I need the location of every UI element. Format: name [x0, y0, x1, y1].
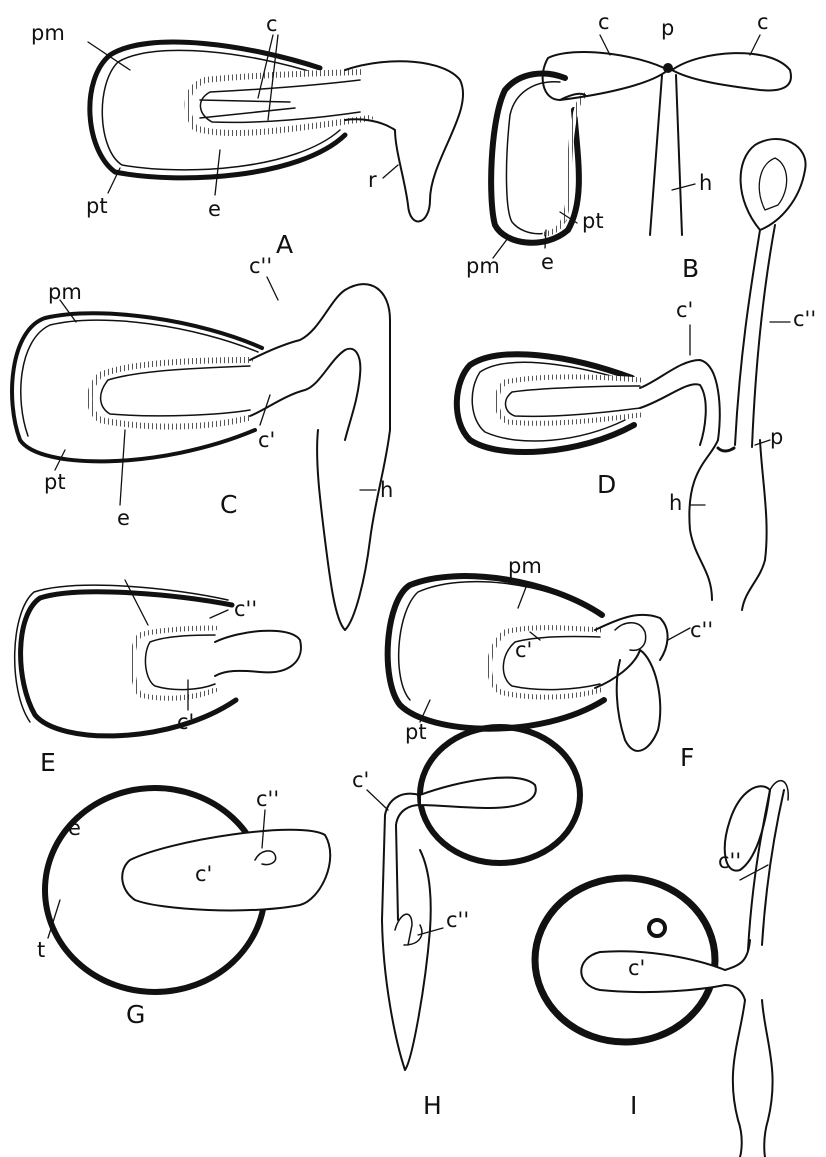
figure-h-seedling — [367, 727, 580, 1070]
figure-e-seed-coat-rough — [15, 585, 228, 722]
figure-b-label-h: h — [699, 173, 712, 194]
figure-i-spot — [649, 920, 665, 936]
figure-d-label-c1: c' — [676, 300, 693, 321]
figure-h-label-c2: c'' — [446, 910, 469, 931]
figure-e-radicle — [215, 631, 301, 676]
figure-b-plumule — [663, 63, 673, 73]
figure-h-cotyledon — [420, 778, 536, 808]
figure-d-leaf — [741, 139, 806, 230]
figure-e-panel-letter: E — [40, 750, 56, 775]
figure-c-seed-coat — [12, 313, 262, 461]
figure-a-perisperm — [102, 50, 340, 170]
figure-a-pointer-pm — [88, 35, 398, 195]
figure-b-pointers — [493, 35, 760, 258]
figure-i-seedling — [535, 781, 788, 1157]
figure-d-label-c2: c'' — [793, 309, 816, 330]
figure-b-seedling — [491, 35, 791, 258]
figure-i-cotyledon — [581, 951, 725, 992]
figure-f-label-c2: c'' — [690, 620, 713, 641]
figure-a-label-r: r — [368, 170, 377, 191]
figure-h-root — [382, 850, 431, 1070]
figure-c-label-h: h — [380, 480, 393, 501]
figure-f-plumule — [615, 623, 646, 651]
figure-i-label-c1: c' — [628, 958, 645, 979]
figure-a-label-pm: pm — [31, 23, 65, 44]
figure-b-label-pm: pm — [466, 256, 500, 277]
figure-c-hypocotyl — [317, 430, 390, 630]
figure-c-label-c2: c'' — [249, 256, 272, 277]
figure-a-label-c: c — [266, 14, 278, 35]
figure-d-hook — [640, 360, 720, 445]
figure-e-label-c1: c' — [177, 712, 194, 733]
figure-e-seed-coat — [21, 592, 236, 736]
figure-a-cotyledon-2 — [200, 100, 295, 118]
figure-f-seed-coat — [388, 576, 604, 729]
figure-i-panel-letter: I — [630, 1093, 637, 1118]
figure-c-panel-letter: C — [220, 492, 237, 517]
figure-h-label-c1: c' — [352, 770, 369, 791]
figure-g-label-e: e — [68, 818, 81, 839]
figure-c-seedling — [12, 277, 390, 630]
figure-b-label-e: e — [541, 252, 554, 273]
figure-g-seedling — [45, 788, 330, 992]
figure-b-label-pt: pt — [582, 211, 604, 232]
figure-c-cotyledon-tube — [250, 284, 390, 440]
figure-e-label-c2: c'' — [234, 599, 257, 620]
figure-b-label-c-left: c — [598, 12, 610, 33]
figure-d-cotyledon — [506, 386, 640, 416]
figure-b-perisperm — [506, 82, 566, 234]
figure-a-seed-coat — [90, 42, 345, 178]
figure-f-label-pm: pm — [508, 556, 542, 577]
figure-f-pointers — [420, 582, 690, 722]
figure-d-plumule — [718, 448, 734, 451]
figure-a-seedling — [88, 35, 463, 221]
figure-c-label-e: e — [117, 508, 130, 529]
figure-d-panel-letter: D — [597, 472, 616, 497]
figure-d-label-p: p — [770, 427, 783, 448]
figure-d-hypocotyl — [689, 440, 766, 610]
figure-i-hook — [725, 940, 750, 1000]
figure-c-label-pm: pm — [48, 282, 82, 303]
figure-g-label-c2: c'' — [256, 789, 279, 810]
figure-a-endosperm — [188, 72, 370, 133]
figure-f-label-pt: pt — [405, 722, 427, 743]
figure-f-label-c1: c' — [515, 640, 532, 661]
figure-i-label-c2: c'' — [718, 851, 741, 872]
figure-g-label-c1: c' — [195, 864, 212, 885]
figure-f-hypocotyl — [617, 650, 661, 751]
figure-h-panel-letter: H — [423, 1093, 442, 1118]
figure-g-label-t: t — [37, 940, 45, 961]
figure-c-seed-coat-rough — [21, 320, 258, 436]
figure-i-hypocotyl — [733, 1000, 773, 1157]
figure-a-panel-letter: A — [276, 232, 293, 257]
figure-i-leaf-tip — [770, 781, 788, 800]
figure-d-leaf-inner — [759, 158, 786, 210]
figure-h-hook — [382, 794, 420, 920]
figure-d-seed-coat — [457, 354, 634, 452]
figure-b-panel-letter: B — [682, 256, 699, 281]
figure-e-cotyledon — [145, 635, 215, 690]
figure-c-label-pt: pt — [44, 472, 66, 493]
figure-b-hypocotyl — [650, 75, 682, 235]
figure-c-label-c1: c' — [258, 430, 275, 451]
figure-f-seedling — [388, 576, 690, 751]
figure-e-seedling — [15, 580, 301, 736]
figure-b-label-c-right: c — [757, 12, 769, 33]
figure-a-label-pt: pt — [86, 196, 108, 217]
figure-g-panel-letter: G — [126, 1002, 145, 1027]
figure-a-radicle — [345, 61, 463, 221]
figure-d-label-h: h — [669, 493, 682, 514]
figure-a-label-e: e — [208, 199, 221, 220]
figure-g-cotyledon — [122, 830, 330, 911]
figure-f-panel-letter: F — [680, 745, 694, 770]
figure-b-label-p: p — [661, 18, 674, 39]
figure-b-cotyledon-right — [672, 53, 791, 90]
figure-d-petiole — [735, 225, 775, 447]
figure-h-plumule — [395, 914, 422, 945]
figure-c-cotyledon — [101, 366, 250, 416]
